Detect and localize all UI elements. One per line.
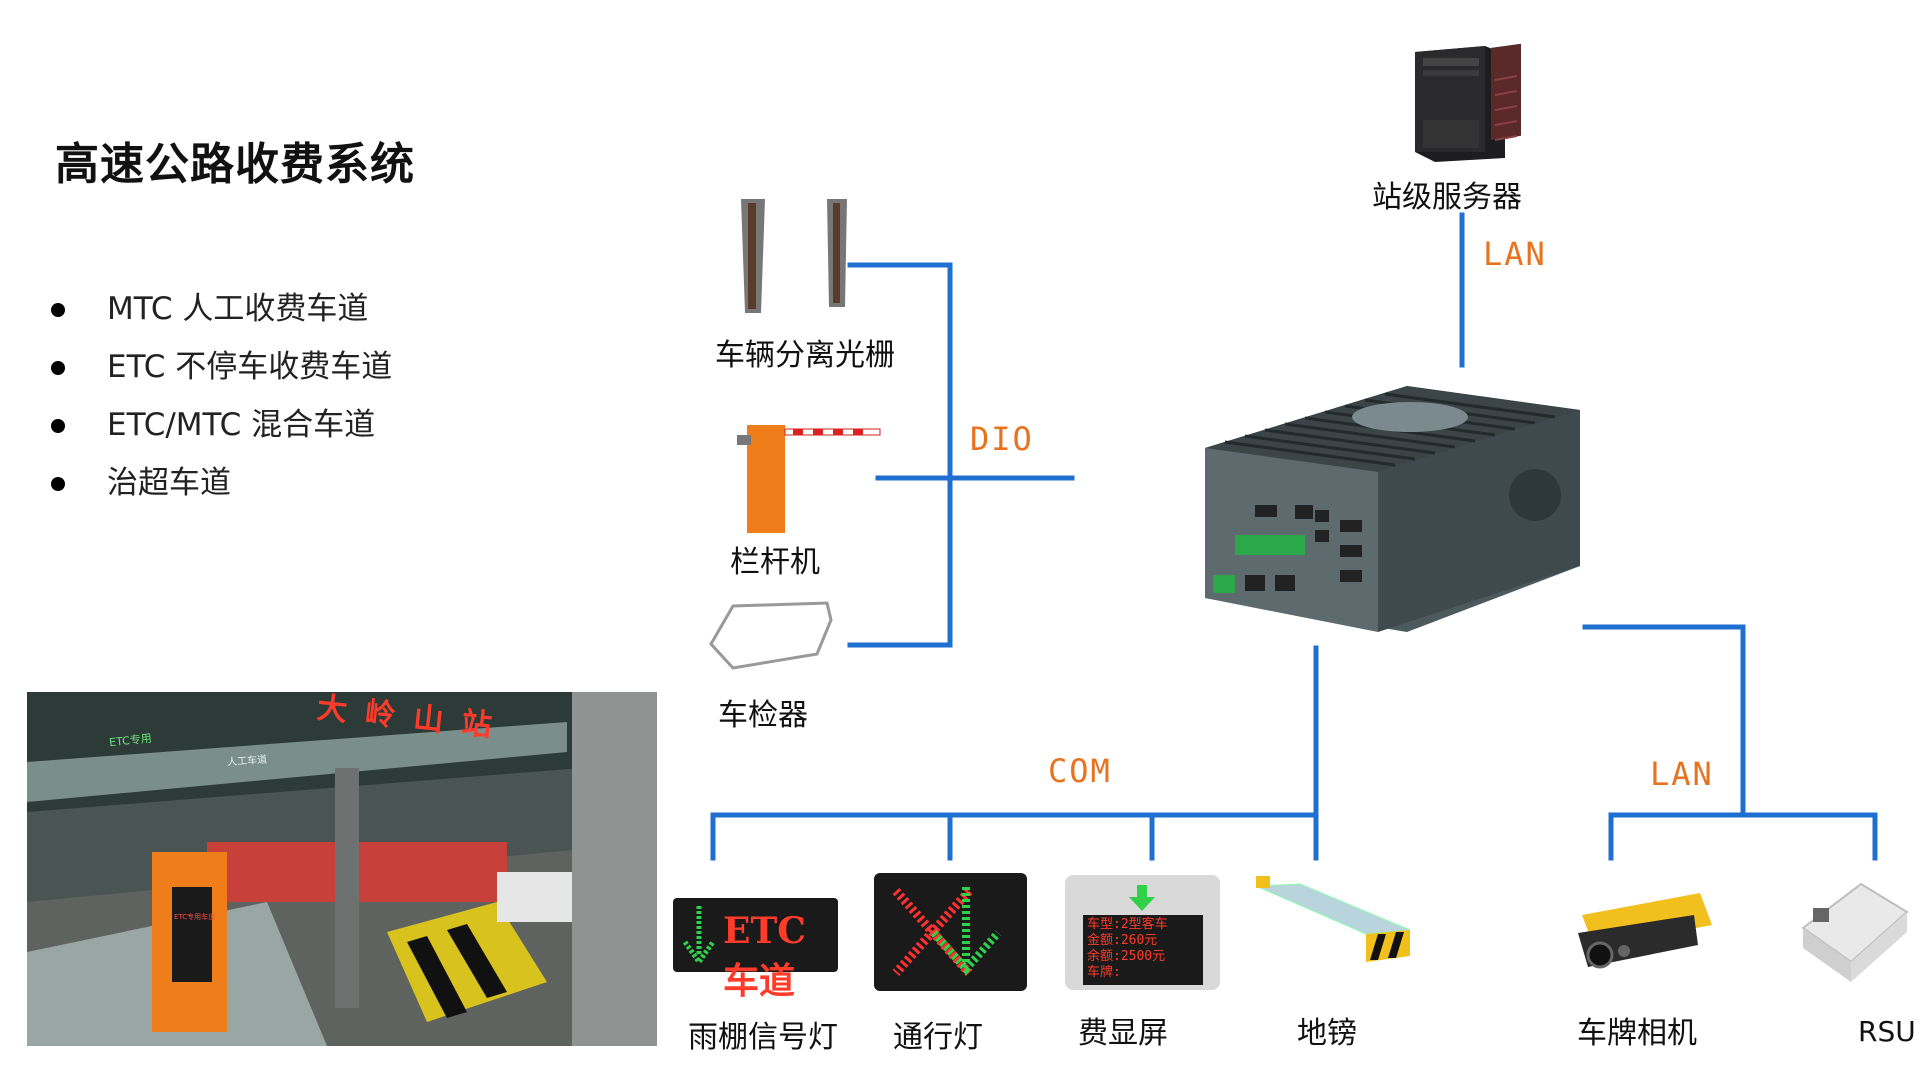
industrial-pc-icon bbox=[1205, 386, 1580, 632]
fee-display-line: 车型:2型客车 bbox=[1087, 917, 1168, 932]
toll-plaza-photo: 大 岭 山 站 ETC专用 人工车道 ETC专用车道 bbox=[27, 692, 657, 1046]
lane-type-list: MTC 人工收费车道 ETC 不停车收费车道 ETC/MTC 混合车道 治超车道 bbox=[45, 280, 392, 512]
lane-traffic-light-icon bbox=[874, 873, 1027, 991]
server-tower-icon bbox=[1415, 43, 1521, 162]
canopy-sign-text: ETC车道 bbox=[723, 910, 806, 1002]
device-label-barrier: 栏杆机 bbox=[730, 545, 820, 580]
server-label: 站级服务器 bbox=[1372, 180, 1522, 215]
fee-display-line: 余额:2500元 bbox=[1087, 949, 1166, 964]
device-label-rsu: RSU bbox=[1858, 1015, 1916, 1048]
device-label-grating: 车辆分离光栅 bbox=[715, 338, 895, 373]
bullet-icon bbox=[51, 303, 65, 317]
green-arrow-down-icon bbox=[1129, 885, 1155, 911]
barrier-gate-icon bbox=[737, 425, 881, 533]
dio-bus-label: DIO bbox=[970, 420, 1034, 458]
device-label-detector: 车检器 bbox=[718, 698, 808, 733]
device-label-canopy: 雨棚信号灯 bbox=[688, 1020, 838, 1055]
photo-manual-sign: 人工车道 bbox=[226, 754, 268, 769]
lan-wire-riser bbox=[1582, 624, 1746, 818]
rsu-antenna-icon bbox=[1801, 882, 1909, 982]
lane-type-item: ETC 不停车收费车道 bbox=[45, 338, 392, 396]
lane-type-item: MTC 人工收费车道 bbox=[45, 280, 392, 338]
page-title: 高速公路收费系统 bbox=[55, 139, 415, 190]
fee-display-line: 金额:260元 bbox=[1087, 933, 1158, 948]
dio-wire-grating bbox=[847, 262, 953, 648]
device-label-plate-camera: 车牌相机 bbox=[1577, 1016, 1697, 1051]
bullet-icon bbox=[51, 361, 65, 375]
lane-type-item: ETC/MTC 混合车道 bbox=[45, 396, 392, 454]
lane-type-label: ETC/MTC 混合车道 bbox=[107, 407, 376, 443]
lan-bus-label: LAN bbox=[1650, 755, 1714, 793]
fee-display-line: 车牌: bbox=[1087, 965, 1121, 980]
bullet-icon bbox=[51, 477, 65, 491]
device-label-traffic-light: 通行灯 bbox=[893, 1020, 983, 1055]
device-label-weighbridge: 地镑 bbox=[1297, 1016, 1357, 1051]
lane-type-label: 治超车道 bbox=[107, 465, 231, 501]
lane-type-label: ETC 不停车收费车道 bbox=[107, 349, 393, 385]
green-arrow-down-icon bbox=[682, 906, 716, 967]
lane-type-item: 治超车道 bbox=[45, 454, 392, 512]
server-lan-label: LAN bbox=[1483, 235, 1547, 273]
weighbridge-icon bbox=[1255, 876, 1411, 962]
device-label-fee-display: 费显屏 bbox=[1078, 1016, 1168, 1051]
lane-type-label: MTC 人工收费车道 bbox=[107, 291, 369, 327]
bullet-icon bbox=[51, 419, 65, 433]
plate-camera-icon bbox=[1578, 893, 1712, 969]
canopy-signal-sign: ETC车道 bbox=[673, 898, 838, 1002]
com-bus-label: COM bbox=[1048, 752, 1112, 790]
vehicle-detector-loop-icon bbox=[709, 601, 833, 670]
fee-display-screen: 车型:2型客车 金额:260元 余额:2500元 车牌: bbox=[1065, 875, 1220, 990]
photo-booth-screen: ETC专用车道 bbox=[174, 913, 216, 921]
light-grating-icon bbox=[741, 199, 847, 313]
